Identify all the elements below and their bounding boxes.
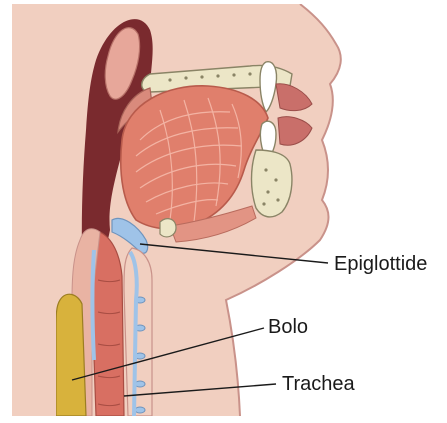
bolus [56, 294, 86, 416]
bolus-label: Bolo [268, 316, 308, 338]
hyoid-bone [160, 219, 176, 237]
mandible [252, 150, 292, 217]
trachea-label: Trachea [282, 373, 356, 395]
back-tissue [12, 240, 56, 416]
posterior-lining [93, 250, 95, 360]
epiglottis-label: Epiglottide [334, 253, 427, 275]
